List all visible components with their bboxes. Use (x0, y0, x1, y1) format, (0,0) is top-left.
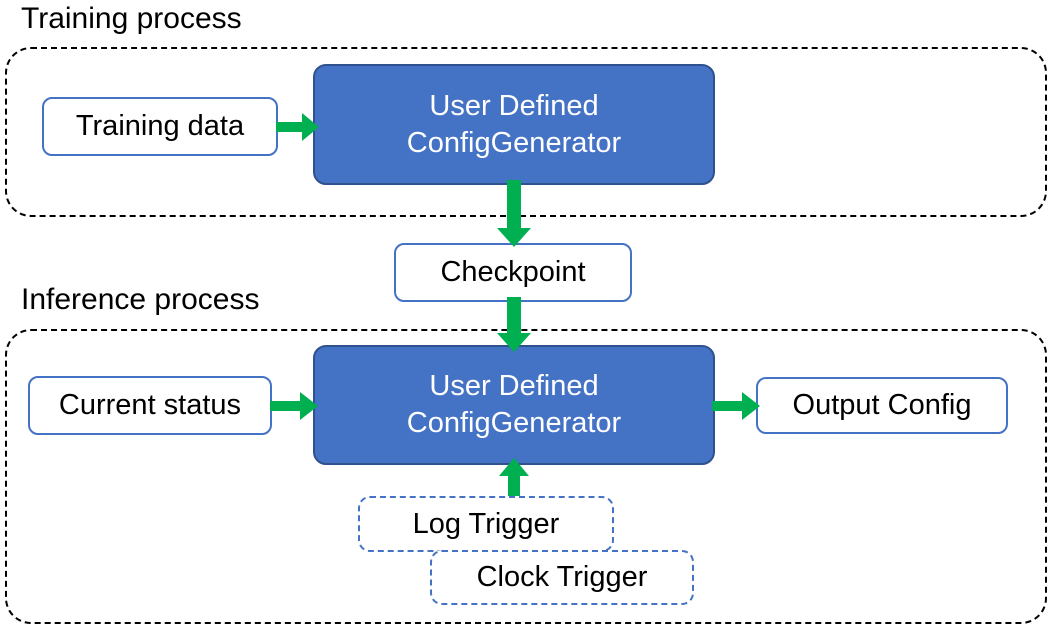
log-trigger-node[interactable]: Log Trigger (358, 496, 614, 552)
training-generator-line1: User Defined (429, 89, 599, 122)
training-process-container (5, 47, 1047, 217)
arrow-trigger-to-generator-icon (499, 458, 529, 508)
inference-process-label: Inference process (21, 283, 260, 316)
inference-config-generator-node[interactable]: User Defined ConfigGenerator (313, 345, 715, 465)
training-generator-line2: ConfigGenerator (406, 126, 622, 159)
training-config-generator-node[interactable]: User Defined ConfigGenerator (313, 64, 715, 185)
arrow-generator-to-output-config-icon (712, 392, 760, 420)
current-status-node[interactable]: Current status (28, 376, 272, 435)
inference-generator-line1: User Defined (429, 370, 599, 402)
training-process-label: Training process (21, 2, 242, 35)
arrow-checkpoint-to-generator-icon (497, 297, 531, 352)
arrow-training-data-to-generator-icon (276, 113, 319, 141)
checkpoint-node[interactable]: Checkpoint (394, 243, 632, 302)
training-data-node[interactable]: Training data (42, 97, 278, 156)
arrow-generator-to-checkpoint-icon (497, 180, 531, 247)
clock-trigger-node[interactable]: Clock Trigger (430, 550, 694, 605)
output-config-node[interactable]: Output Config (756, 377, 1008, 434)
inference-generator-line2: ConfigGenerator (406, 407, 622, 439)
arrow-current-status-to-generator-icon (270, 392, 318, 420)
inference-process-container (5, 329, 1047, 624)
